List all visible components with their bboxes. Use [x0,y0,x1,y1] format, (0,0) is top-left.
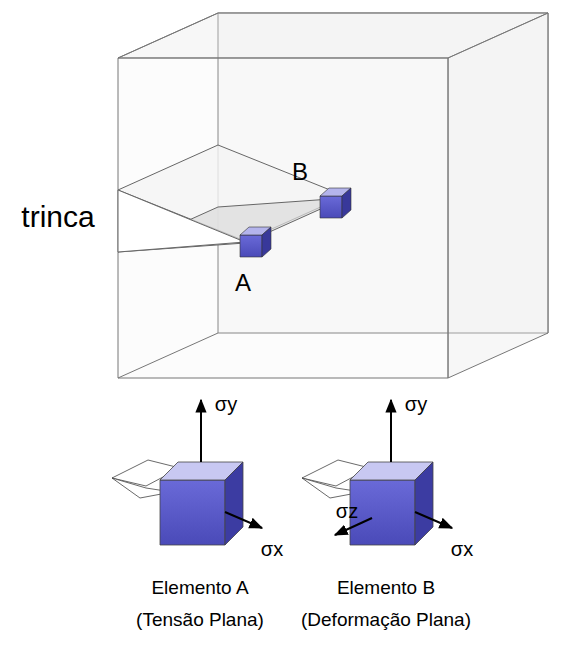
caption-line: Elemento A [151,578,248,599]
cube-a [240,227,271,257]
element-b [302,460,433,545]
stress-arrow [225,512,262,528]
stress-arrow [390,400,392,462]
crack [118,145,345,252]
stress-label: σz [336,500,358,522]
stress-label: σx [261,538,283,560]
element-letter: B [292,159,308,185]
stress-arrow [415,512,452,528]
caption-line: (Deformação Plana) [301,610,471,631]
element-letter: A [235,270,251,296]
cube-b [320,188,351,218]
block [118,13,548,378]
stress-label: σx [451,538,473,560]
stress-label: σy [215,393,237,415]
stress-label: σy [405,393,427,415]
caption-line: (Tensão Plana) [136,610,264,631]
element-a [112,460,243,545]
caption-line: Elemento B [337,578,435,599]
stress-arrow [200,400,202,462]
crack-label: trinca [21,200,94,233]
